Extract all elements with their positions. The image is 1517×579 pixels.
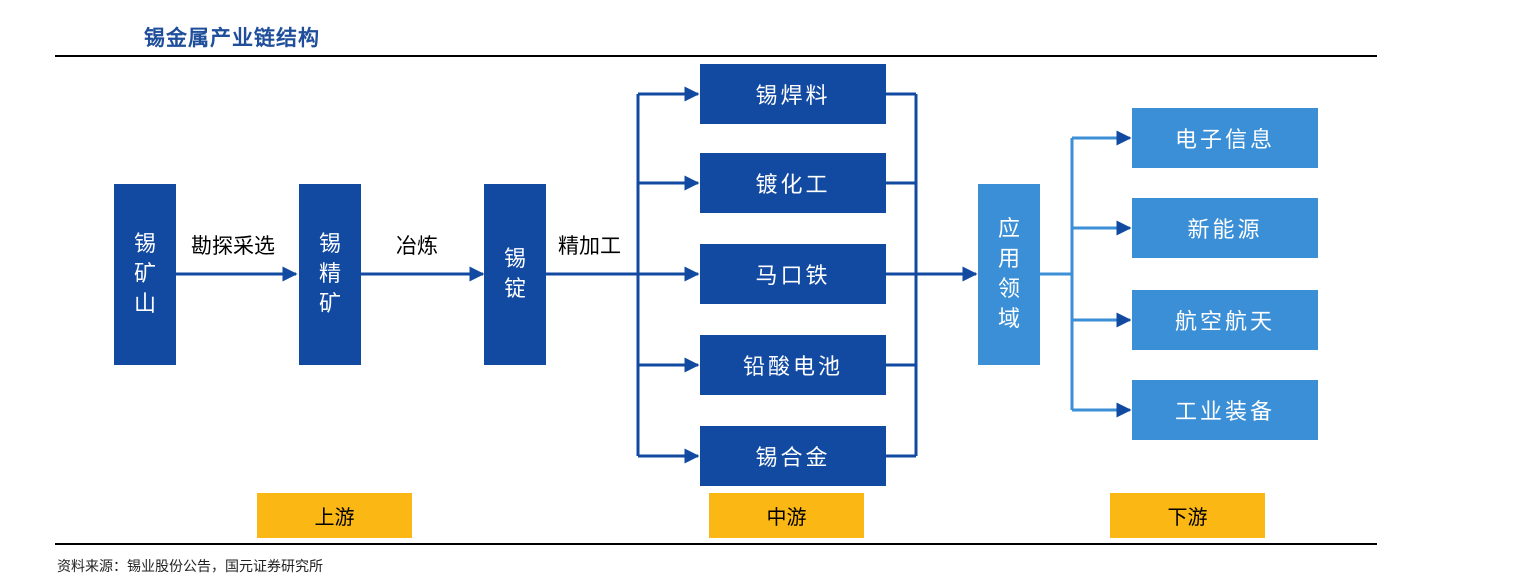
- label-finishing: 精加工: [558, 234, 621, 258]
- box-electronics: 电子信息: [1132, 108, 1318, 168]
- stage-upstream-label: 上游: [314, 505, 355, 529]
- page-title: 锡金属产业链结构: [144, 25, 320, 50]
- label-smelting: 冶炼: [396, 234, 438, 258]
- box-application-fields: 应用领域: [978, 184, 1040, 365]
- box-industrial-equipment-label: 工业装备: [1174, 400, 1275, 425]
- box-tinplate: 马口铁: [700, 244, 886, 304]
- box-new-energy: 新能源: [1132, 198, 1318, 258]
- box-plating-chemicals: 镀化工: [700, 153, 886, 213]
- box-aerospace: 航空航天: [1132, 290, 1318, 350]
- stage-downstream: 下游: [1110, 493, 1265, 538]
- bottom-divider: [55, 543, 1377, 545]
- box-tin-concentrate: 锡精矿: [299, 184, 361, 365]
- box-tin-mine-label: 锡矿山: [133, 231, 156, 317]
- box-plating-chemicals-label: 镀化工: [755, 173, 831, 198]
- box-electronics-label: 电子信息: [1174, 128, 1275, 153]
- box-tin-concentrate-label: 锡精矿: [318, 231, 341, 317]
- box-aerospace-label: 航空航天: [1174, 310, 1275, 335]
- stage-midstream: 中游: [709, 493, 864, 538]
- box-industrial-equipment: 工业装备: [1132, 380, 1318, 440]
- box-application-fields-label: 应用领域: [997, 216, 1020, 332]
- box-tin-mine: 锡矿山: [114, 184, 176, 365]
- label-exploration: 勘探采选: [191, 234, 275, 258]
- stage-upstream: 上游: [257, 493, 412, 538]
- box-new-energy-label: 新能源: [1187, 218, 1263, 243]
- box-lead-acid-battery-label: 铅酸电池: [742, 355, 843, 380]
- stage-midstream-label: 中游: [766, 505, 807, 529]
- box-tin-solder-label: 锡焊料: [755, 84, 831, 109]
- box-tin-ingot-label: 锡锭: [503, 246, 526, 302]
- stage-downstream-label: 下游: [1167, 505, 1208, 529]
- box-tin-ingot: 锡锭: [484, 184, 546, 365]
- top-divider: [55, 55, 1377, 57]
- box-lead-acid-battery: 铅酸电池: [700, 335, 886, 395]
- box-tin-alloy: 锡合金: [700, 426, 886, 486]
- box-tinplate-label: 马口铁: [755, 264, 831, 289]
- box-tin-alloy-label: 锡合金: [755, 446, 831, 471]
- source-note: 资料来源：锡业股份公告，国元证券研究所: [57, 559, 323, 575]
- box-tin-solder: 锡焊料: [700, 64, 886, 124]
